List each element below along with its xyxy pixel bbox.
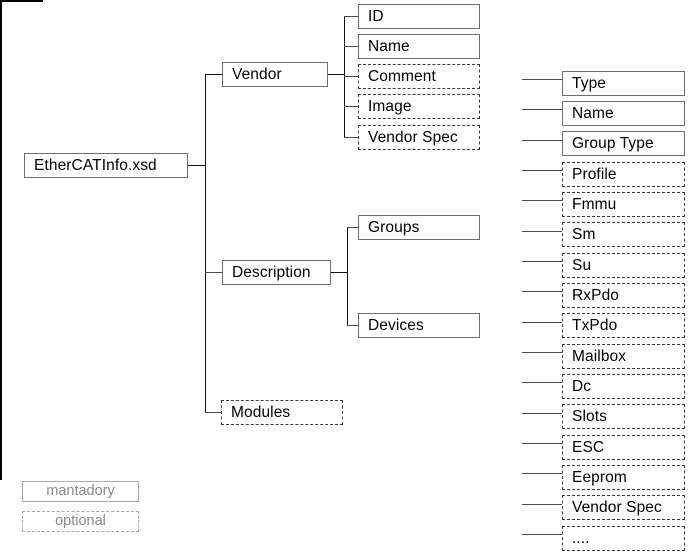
connector-vendor-child-3 bbox=[344, 106, 359, 107]
node-device-mailbox[interactable]: Mailbox bbox=[562, 344, 685, 369]
node-device-type[interactable]: Type bbox=[562, 71, 685, 96]
node-label: Name bbox=[572, 104, 614, 122]
node-device-name[interactable]: Name bbox=[562, 101, 685, 126]
connector-root-stub bbox=[188, 165, 206, 166]
node-label: Profile bbox=[572, 165, 617, 183]
node-device-esc[interactable]: ESC bbox=[562, 435, 685, 460]
node-label: Name bbox=[368, 37, 410, 55]
connector-devices-child-2 bbox=[522, 140, 563, 141]
node-label: Devices bbox=[368, 316, 424, 334]
node-label: TxPdo bbox=[572, 316, 618, 334]
connector-vendor-child-2 bbox=[344, 76, 359, 77]
node-vendor-comment[interactable]: Comment bbox=[358, 64, 480, 89]
node-device-dc[interactable]: Dc bbox=[562, 374, 685, 399]
connector-devices-child-13 bbox=[522, 473, 563, 474]
connector-vendor-child-1 bbox=[344, 46, 359, 47]
node-description[interactable]: Description bbox=[222, 260, 331, 285]
connector-devices-trunk bbox=[0, 2, 2, 480]
node-device-vendor-spec[interactable]: Vendor Spec bbox=[562, 495, 685, 520]
node-label: Modules bbox=[231, 403, 291, 421]
node-device-more[interactable]: .... bbox=[562, 526, 685, 551]
node-label: Slots bbox=[572, 407, 607, 425]
legend-label: mantadory bbox=[46, 483, 115, 500]
connector-description-child-1 bbox=[347, 325, 359, 326]
node-label: Vendor bbox=[232, 65, 282, 83]
node-label: Mailbox bbox=[572, 347, 627, 365]
node-vendor-name[interactable]: Name bbox=[358, 34, 480, 59]
legend-label: optional bbox=[55, 513, 106, 530]
node-vendor-id[interactable]: ID bbox=[358, 4, 480, 29]
connector-devices-child-12 bbox=[522, 443, 563, 444]
connector-devices-child-6 bbox=[522, 261, 563, 262]
node-label: Eeprom bbox=[572, 468, 627, 486]
node-label: Groups bbox=[368, 218, 420, 236]
node-vendor[interactable]: Vendor bbox=[222, 62, 328, 87]
node-label: EtherCATInfo.xsd bbox=[34, 156, 157, 174]
node-label: .... bbox=[572, 529, 590, 547]
connector-vendor-child-0 bbox=[344, 16, 359, 17]
connector-devices-child-7 bbox=[522, 291, 563, 292]
node-devices[interactable]: Devices bbox=[358, 313, 480, 338]
node-label: Su bbox=[572, 256, 592, 274]
connector-description-stub bbox=[331, 272, 348, 273]
node-label: Vendor Spec bbox=[368, 128, 458, 146]
connector-devices-child-9 bbox=[522, 352, 563, 353]
node-label: Description bbox=[232, 263, 311, 281]
node-groups[interactable]: Groups bbox=[358, 215, 480, 240]
connector-devices-child-0 bbox=[522, 79, 563, 80]
node-label: Comment bbox=[368, 67, 436, 85]
connector-to-vendor bbox=[205, 74, 223, 75]
node-label: ID bbox=[368, 7, 384, 25]
node-device-group-type[interactable]: Group Type bbox=[562, 131, 685, 156]
connector-devices-child-8 bbox=[522, 322, 563, 323]
legend-optional: optional bbox=[22, 511, 139, 532]
node-modules[interactable]: Modules bbox=[221, 400, 343, 425]
connector-devices-child-15 bbox=[522, 534, 563, 535]
node-vendor-image[interactable]: Image bbox=[358, 94, 480, 119]
node-label: RxPdo bbox=[572, 286, 620, 304]
legend-mandatory: mantadory bbox=[22, 481, 139, 502]
node-label: ESC bbox=[572, 438, 605, 456]
connector-vendor-stub bbox=[328, 74, 345, 75]
node-ethercatinfo-xsd[interactable]: EtherCATInfo.xsd bbox=[24, 153, 188, 178]
connector-devices-child-14 bbox=[522, 504, 563, 505]
node-label: Fmmu bbox=[572, 195, 617, 213]
connector-root-trunk bbox=[205, 74, 206, 413]
connector-devices-child-4 bbox=[522, 200, 563, 201]
connector-to-description bbox=[205, 272, 223, 273]
connector-to-modules bbox=[205, 412, 223, 413]
connector-vendor-child-4 bbox=[344, 137, 359, 138]
node-device-txpdo[interactable]: TxPdo bbox=[562, 313, 685, 338]
connector-description-child-0 bbox=[347, 227, 359, 228]
node-label: Image bbox=[368, 97, 412, 115]
node-label: Type bbox=[572, 74, 607, 92]
connector-devices-child-5 bbox=[522, 231, 563, 232]
node-device-slots[interactable]: Slots bbox=[562, 404, 685, 429]
node-device-profile[interactable]: Profile bbox=[562, 162, 685, 187]
node-device-fmmu[interactable]: Fmmu bbox=[562, 192, 685, 217]
connector-devices-stub bbox=[0, 0, 43, 2]
node-label: Group Type bbox=[572, 134, 654, 152]
node-label: Dc bbox=[572, 377, 592, 395]
node-label: Sm bbox=[572, 225, 596, 243]
node-device-eeprom[interactable]: Eeprom bbox=[562, 465, 685, 490]
connector-devices-child-11 bbox=[522, 413, 563, 414]
node-device-sm[interactable]: Sm bbox=[562, 222, 685, 247]
connector-devices-child-1 bbox=[522, 109, 563, 110]
connector-devices-child-10 bbox=[522, 382, 563, 383]
node-vendor-vendor-spec[interactable]: Vendor Spec bbox=[358, 125, 480, 150]
node-device-su[interactable]: Su bbox=[562, 253, 685, 278]
connector-devices-child-3 bbox=[522, 170, 563, 171]
connector-description-trunk bbox=[347, 227, 348, 326]
node-label: Vendor Spec bbox=[572, 498, 662, 516]
node-device-rxpdo[interactable]: RxPdo bbox=[562, 283, 685, 308]
